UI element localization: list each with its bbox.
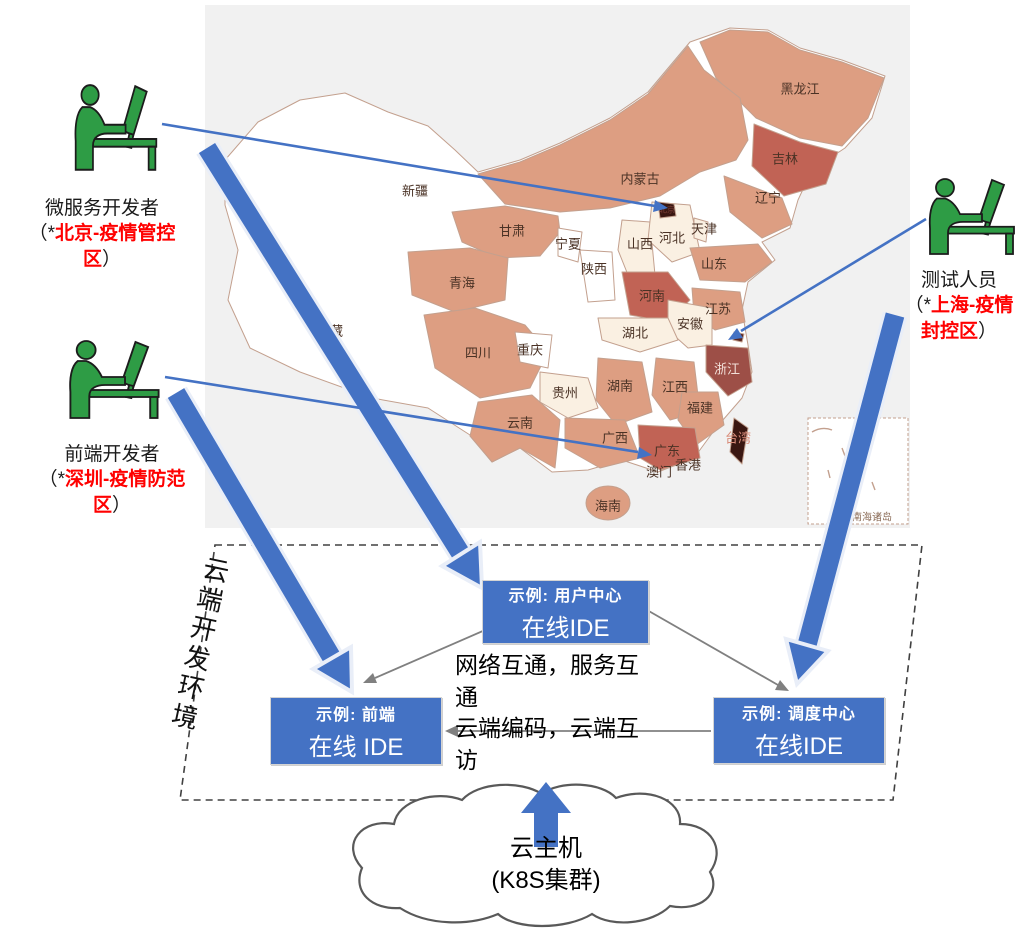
province-label: 山西	[626, 236, 654, 252]
province-label: 重庆	[516, 342, 544, 358]
province-shape-liaoning	[723, 175, 793, 239]
province-shape-hubei	[597, 317, 679, 353]
cloud-host-shape	[352, 783, 718, 928]
province-label: 新疆	[401, 183, 429, 199]
province-label: 青海	[448, 275, 476, 291]
connector-user-center-to-frontend	[363, 626, 493, 683]
microservice-developer-icon	[74, 84, 158, 171]
province-label: 香港	[674, 457, 702, 473]
role-name: 前端开发者	[64, 444, 160, 465]
province-shape-guangxi	[564, 417, 641, 469]
ide-box-frontend: 示例: 前端 在线 IDE	[270, 697, 442, 765]
province-label: 贵州	[551, 385, 579, 401]
province-shape-chongqing	[514, 331, 553, 369]
ide-box-subtitle: 在线 IDE	[308, 733, 404, 761]
province-label: 广东	[653, 443, 681, 459]
role-name: 测试人员	[920, 270, 997, 291]
location-highlight: 深圳-疫情防范区	[65, 469, 186, 516]
pointer-frontend-dev-to-shenzhen	[164, 375, 652, 459]
province-shape-zhejiang	[705, 344, 753, 397]
ide-box-user-center: 示例: 用户中心 在线IDE	[482, 580, 649, 644]
china-map	[205, 5, 910, 528]
ide-box-title: 示例: 用户中心	[508, 587, 623, 605]
role-location: （*深圳-疫情防范区）	[38, 469, 186, 516]
frontend-developer-label: 前端开发者 （*深圳-疫情防范区）	[32, 442, 192, 518]
province-label: 河南	[638, 288, 666, 304]
province-label: 澳门	[645, 464, 673, 480]
arrow-frontend-dev-to-frontend-ide	[165, 386, 355, 696]
ide-box-subtitle: 在线IDE	[754, 733, 843, 760]
connector-dispatch-to-frontend	[445, 725, 711, 737]
pointer-tester-to-shanghai	[728, 217, 927, 340]
province-label: 湖南	[606, 378, 634, 394]
tester-label: 测试人员 （*上海-疫情封控区）	[900, 268, 1018, 344]
role-location: （*北京-疫情管控区）	[28, 223, 176, 270]
ide-box-dispatch-center: 示例: 调度中心 在线IDE	[713, 697, 885, 764]
province-label: 广西	[601, 430, 629, 446]
ide-box-subtitle: 在线IDE	[521, 614, 610, 642]
role-name: 微服务开发者	[44, 198, 159, 219]
map-regions	[224, 27, 886, 521]
province-label: 辽宁	[754, 190, 782, 206]
location-highlight: 上海-疫情封控区	[920, 295, 1014, 342]
frontend-developer-icon	[69, 340, 160, 419]
province-shape-shaanxi	[579, 249, 616, 303]
province-label: 陕西	[580, 261, 608, 277]
province-label: 江西	[661, 379, 689, 395]
arrow-cloud-to-environment	[521, 782, 571, 847]
cloud-coding-text: 云端编码，云端互访	[455, 715, 639, 774]
province-label: 安徽	[676, 316, 704, 332]
province-shape-taiwan	[729, 417, 749, 465]
microservice-developer-label: 微服务开发者 （*北京-疫情管控区）	[22, 196, 182, 272]
ide-box-title: 示例: 前端	[316, 706, 396, 724]
role-location: （*上海-疫情封控区）	[904, 295, 1014, 342]
province-label: 山东	[700, 256, 728, 272]
province-shape-gansu	[451, 205, 561, 259]
cloud-host-label: 云主机 (K8S集群)	[430, 833, 662, 898]
location-highlight: 北京-疫情管控区	[55, 223, 176, 270]
province-label: 河北	[658, 230, 686, 246]
province-label: 浙江	[713, 361, 741, 377]
province-label: 海南	[594, 498, 622, 514]
province-shape-tianjin	[693, 217, 709, 243]
cloud-environment-dashed-border	[179, 544, 923, 801]
arrow-tester-to-dispatch-ide	[783, 311, 908, 689]
province-shape-shandong	[689, 243, 773, 283]
arrow-microservice-dev-to-user-center-ide	[196, 141, 485, 592]
province-label: 江苏	[704, 301, 732, 317]
cloud-host-line1: 云主机	[510, 835, 582, 862]
province-label: 云南	[506, 415, 534, 431]
province-shape-hunan	[595, 357, 653, 426]
province-shape-ningxia	[557, 227, 583, 263]
province-label: 天津	[690, 221, 718, 237]
province-label: 福建	[686, 400, 714, 416]
province-shape-hainan	[585, 485, 631, 521]
province-label: 吉林	[771, 151, 799, 167]
province-label: 甘肃	[498, 223, 526, 239]
province-shape-neimenggu	[477, 45, 749, 213]
pointer-microservice-dev-to-beijing	[161, 122, 668, 212]
interconnect-annotation: 网络互通，服务互通 云端编码，云端互访	[455, 650, 651, 777]
province-label: 台湾	[724, 430, 752, 446]
province-shape-guizhou	[539, 371, 599, 419]
ide-box-title: 示例: 调度中心	[742, 706, 856, 723]
province-label: 黑龙江	[780, 81, 820, 97]
province-shape-jilin	[751, 123, 839, 197]
tester-icon	[928, 178, 1015, 255]
province-label: 宁夏	[554, 236, 582, 252]
network-interconnect-text: 网络互通，服务互通	[455, 652, 639, 710]
province-label: 湖北	[621, 325, 649, 341]
province-label: 北京	[659, 205, 675, 215]
province-label: 四川	[464, 345, 492, 361]
province-label: 内蒙古	[620, 171, 660, 187]
cloud-host-line2: (K8S集群)	[491, 867, 601, 895]
connector-user-center-to-dispatch	[646, 609, 789, 691]
province-shape-qinghai	[407, 247, 509, 313]
province-shape-heilongjiang	[699, 29, 885, 147]
province-shape-sichuan	[423, 307, 549, 399]
inset-label: 南海诸岛	[852, 512, 892, 524]
